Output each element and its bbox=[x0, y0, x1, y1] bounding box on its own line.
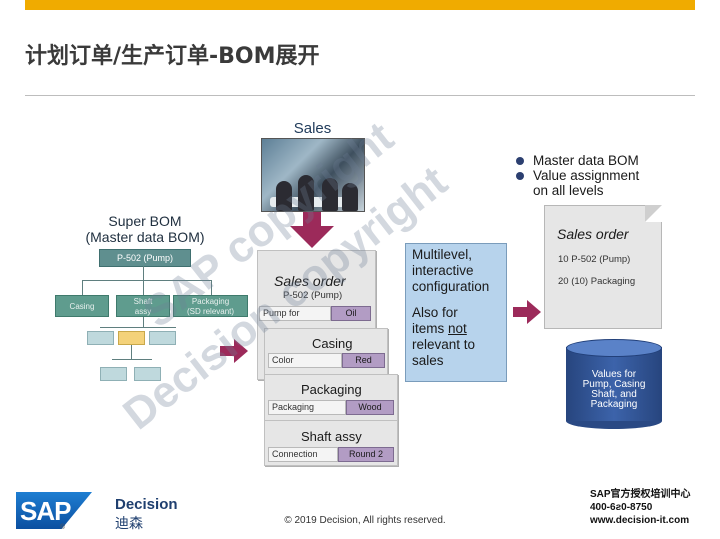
sales-label: Sales bbox=[293, 120, 332, 137]
bullet-master-data-bom: Master data BOM bbox=[533, 153, 639, 168]
color-value: Red bbox=[342, 353, 385, 368]
pump-for-label: Pump for bbox=[259, 306, 331, 321]
bom-connector bbox=[143, 280, 144, 295]
shaft-assy-card: Shaft assy Connection Round 2 bbox=[264, 420, 398, 466]
arrow-down-icon bbox=[290, 226, 334, 248]
registered-mark: ® bbox=[60, 524, 66, 531]
bom-connector bbox=[112, 359, 152, 360]
bullet-icon bbox=[516, 157, 524, 165]
pump-for-value: Oil bbox=[331, 306, 371, 321]
casing-card: Casing Color Red bbox=[264, 328, 388, 382]
bom-subnode bbox=[149, 331, 176, 345]
database-top bbox=[566, 339, 662, 357]
arrow-right-icon bbox=[527, 300, 541, 324]
super-bom-title-line2: (Master data BOM) bbox=[85, 229, 205, 245]
bom-subnode bbox=[87, 331, 114, 345]
training-center-info: SAP官方授权培训中心 400-6ƨ0-8750 www.decision-it… bbox=[590, 489, 691, 526]
arrow-down-stem bbox=[303, 212, 321, 226]
top-accent-bar bbox=[25, 0, 695, 10]
bom-subnode bbox=[100, 367, 127, 381]
decision-logo-text: Decision bbox=[115, 496, 178, 513]
bullet-value-assignment-cont: on all levels bbox=[533, 183, 604, 198]
bom-connector bbox=[100, 327, 176, 328]
sales-meeting-photo bbox=[261, 138, 365, 212]
copyright-text: © 2019 Decision, All rights reserved. bbox=[284, 515, 446, 526]
arrow-right-stem bbox=[220, 346, 234, 356]
bullet-value-assignment: Value assignment bbox=[533, 168, 640, 183]
color-label: Color bbox=[268, 353, 342, 368]
shaft-assy-title: Shaft assy bbox=[301, 429, 362, 444]
sap-logo-text: SAP bbox=[20, 496, 71, 526]
packaging-value: Wood bbox=[346, 400, 394, 415]
doc-title: Sales order bbox=[557, 226, 629, 242]
bom-connector bbox=[131, 345, 132, 359]
decision-logo-cn: 迪森 bbox=[115, 515, 143, 531]
bom-connector bbox=[211, 280, 212, 295]
arrow-right-icon bbox=[234, 339, 248, 363]
doc-line-1: 10 P-502 (Pump) bbox=[558, 254, 631, 265]
bom-node-casing: Casing bbox=[55, 295, 109, 317]
database-icon bbox=[566, 347, 662, 421]
packaging-title: Packaging bbox=[301, 382, 362, 397]
sales-order-title: Sales order bbox=[274, 273, 346, 289]
bom-root-node: P-502 (Pump) bbox=[99, 249, 191, 267]
doc-line-2: 20 (10) Packaging bbox=[558, 276, 636, 287]
connection-label: Connection bbox=[268, 447, 338, 462]
connection-value: Round 2 bbox=[338, 447, 394, 462]
arrow-right-stem bbox=[513, 307, 527, 317]
multilevel-configuration-box: Multilevel, interactive configuration Al… bbox=[405, 243, 507, 382]
packaging-label: Packaging bbox=[268, 400, 346, 415]
bom-connector bbox=[82, 280, 212, 281]
bom-subnode bbox=[134, 367, 161, 381]
bom-connector bbox=[143, 317, 144, 327]
bom-connector bbox=[82, 280, 83, 295]
bom-node-shaft: Shaft assy bbox=[116, 295, 170, 317]
bullet-icon bbox=[516, 172, 524, 180]
title-divider bbox=[25, 95, 695, 96]
super-bom-title-line1: Super BOM bbox=[108, 213, 182, 229]
bom-node-packaging: Packaging (SD relevant) bbox=[173, 295, 248, 317]
super-bom-title: Super BOM (Master data BOM) bbox=[75, 213, 215, 245]
database-label: Values for Pump, Casing Shaft, and Packa… bbox=[582, 369, 646, 410]
bom-subnode bbox=[118, 331, 145, 345]
doc-fold-corner bbox=[645, 205, 662, 222]
page-title: 计划订单/生产订单-BOM展开 bbox=[25, 44, 320, 69]
sales-order-subtitle: P-502 (Pump) bbox=[283, 290, 343, 301]
casing-title: Casing bbox=[312, 336, 353, 351]
bom-connector bbox=[143, 266, 144, 280]
sales-order-document: Sales order 10 P-502 (Pump) 20 (10) Pack… bbox=[544, 205, 662, 329]
packaging-card: Packaging Packaging Wood bbox=[264, 374, 398, 424]
